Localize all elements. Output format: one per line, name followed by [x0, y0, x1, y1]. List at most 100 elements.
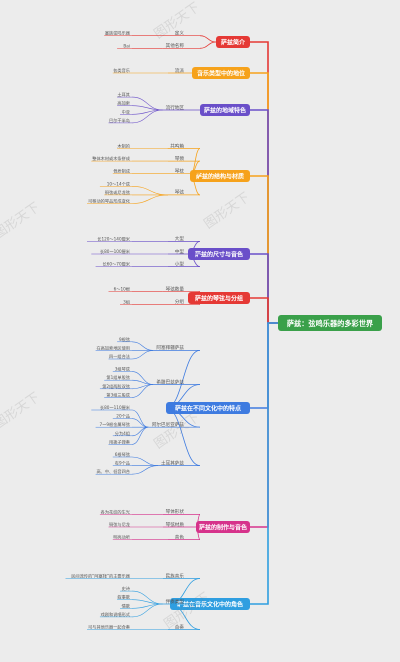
leaf-node[interactable]: 各为花纹的生光: [99, 508, 163, 515]
branch-connector: [250, 175, 278, 324]
leaf-node[interactable]: 巴尔干半岛: [108, 109, 163, 124]
leaf-node[interactable]: 第2组两股双弦: [99, 383, 154, 390]
leaf-label: 6～10根: [114, 286, 131, 293]
leaf-label: 7～9根金属琴弦: [100, 421, 130, 428]
leaf-node[interactable]: 铜弦或尼龙弦: [104, 189, 168, 196]
leaf-node[interactable]: 可移动的琴品形成变化: [87, 194, 169, 205]
sub-label: 民族音乐: [166, 572, 185, 579]
leaf-node[interactable]: 有9个品: [112, 460, 158, 467]
leaf-label: 可与其他乐器一起合奏: [88, 624, 131, 631]
leaf-label: 情歌: [122, 602, 131, 609]
leaf-label: 高加索: [117, 100, 130, 107]
leaf-node[interactable]: 各类音乐: [112, 67, 168, 74]
center-node-box: [278, 315, 382, 331]
sub-connector: [165, 384, 201, 409]
sub-label: 琴枕: [175, 168, 185, 175]
leaf-label: 土耳其: [117, 91, 130, 98]
branch-box: [216, 36, 250, 48]
branch-label: 萨兹的尺寸与音色: [195, 251, 243, 259]
leaf-node[interactable]: 用拨子弹奏: [108, 426, 149, 445]
leaf-node[interactable]: 长80～100厘米: [91, 248, 168, 255]
leaf-node[interactable]: 高、中、低音四合: [95, 465, 159, 476]
sub-connector: [187, 253, 201, 267]
leaf-label: 分为4组: [115, 430, 130, 437]
center-node[interactable]: 萨兹：弦鸣乐器的多彩世界: [278, 315, 382, 331]
leaf-connector: [131, 384, 154, 398]
branch-box: [196, 521, 250, 533]
leaf-node[interactable]: 戏剧和说唱形式: [99, 603, 163, 618]
leaf-node[interactable]: 长120～140厘米: [87, 235, 168, 242]
leaf-label: 各类音乐: [113, 67, 130, 74]
leaf-label: 第1组单股弦: [106, 374, 130, 381]
sub-connector: [165, 350, 201, 409]
leaf-connector: [131, 465, 159, 475]
leaf-node[interactable]: 长60～70厘米: [95, 261, 168, 268]
branch-label: 萨兹的地域特色: [204, 107, 246, 115]
sub-node[interactable]: 琴枕 骨质制成: [112, 168, 201, 177]
leaf-node[interactable]: 骨质制成: [112, 168, 168, 175]
leaf-node[interactable]: 四一组合法: [108, 350, 154, 360]
branch-box: [170, 598, 250, 610]
leaf-node[interactable]: 整体木材或木条拼成: [91, 155, 168, 162]
sub-label: 土耳其萨兹: [161, 459, 184, 466]
leaf-node[interactable]: 3组: [120, 298, 168, 305]
leaf-label: 中亚: [122, 108, 130, 115]
leaf-label: 9根弦: [119, 336, 130, 343]
leaf-node[interactable]: 塞族弦鸣乐器: [104, 30, 168, 37]
sub-label: 共鸣箱: [170, 142, 184, 149]
branch-label: 萨兹的结构与材质: [196, 173, 244, 181]
sub-connector: [189, 175, 201, 196]
branch-label: 萨兹的制作与音色: [199, 524, 247, 532]
leaf-node[interactable]: 6～10根: [108, 286, 163, 293]
leaf-connector: [131, 456, 159, 466]
leaf-label: 第3组三股弦: [106, 391, 130, 398]
leaf-node[interactable]: 明亮动听: [112, 534, 168, 541]
sub-connector: [169, 578, 201, 605]
sub-label: 合奏: [175, 623, 185, 630]
leaf-node[interactable]: 第3组三股弦: [104, 384, 154, 399]
leaf-node[interactable]: 可与其他乐器一起合奏: [87, 624, 168, 631]
leaf-node[interactable]: 民间流传的“阿塞拜”的主要乐器: [65, 573, 163, 580]
branch-label: 萨兹简介: [221, 39, 246, 47]
branch-size[interactable]: 萨兹的尺寸与音色大型长120～140厘米中型长80～100厘米小型长60～70厘…: [87, 235, 278, 324]
leaf-node[interactable]: 分为4组: [112, 426, 149, 437]
branch-connector: [250, 322, 278, 528]
leaf-node[interactable]: 7～9根金属琴弦: [95, 421, 149, 428]
leaf-label: 骨质制成: [113, 168, 130, 175]
leaf-node[interactable]: Bai: [117, 43, 163, 49]
branch-art[interactable]: 萨兹在音乐文化中的角色民族音乐民间流传的“阿塞拜”的主要乐器伴奏类型史诗叙事歌情…: [65, 322, 279, 631]
branch-culture[interactable]: 萨兹在不同文化中的特点阿塞拜疆萨兹9根弦在高加索地区使用四一组合法希腊巴兹萨兹3…: [91, 322, 278, 476]
leaf-node[interactable]: 铜弦与尼龙: [108, 521, 163, 528]
leaf-label: Bai: [123, 43, 130, 48]
sub-node[interactable]: 合奏 可与其他乐器一起合奏: [87, 603, 201, 631]
sub-label: 阿尔巴尼亚萨兹: [152, 421, 185, 428]
sub-connector: [199, 35, 217, 43]
leaf-node[interactable]: 木制的: [117, 143, 168, 150]
leaf-label: 3组: [123, 298, 130, 304]
